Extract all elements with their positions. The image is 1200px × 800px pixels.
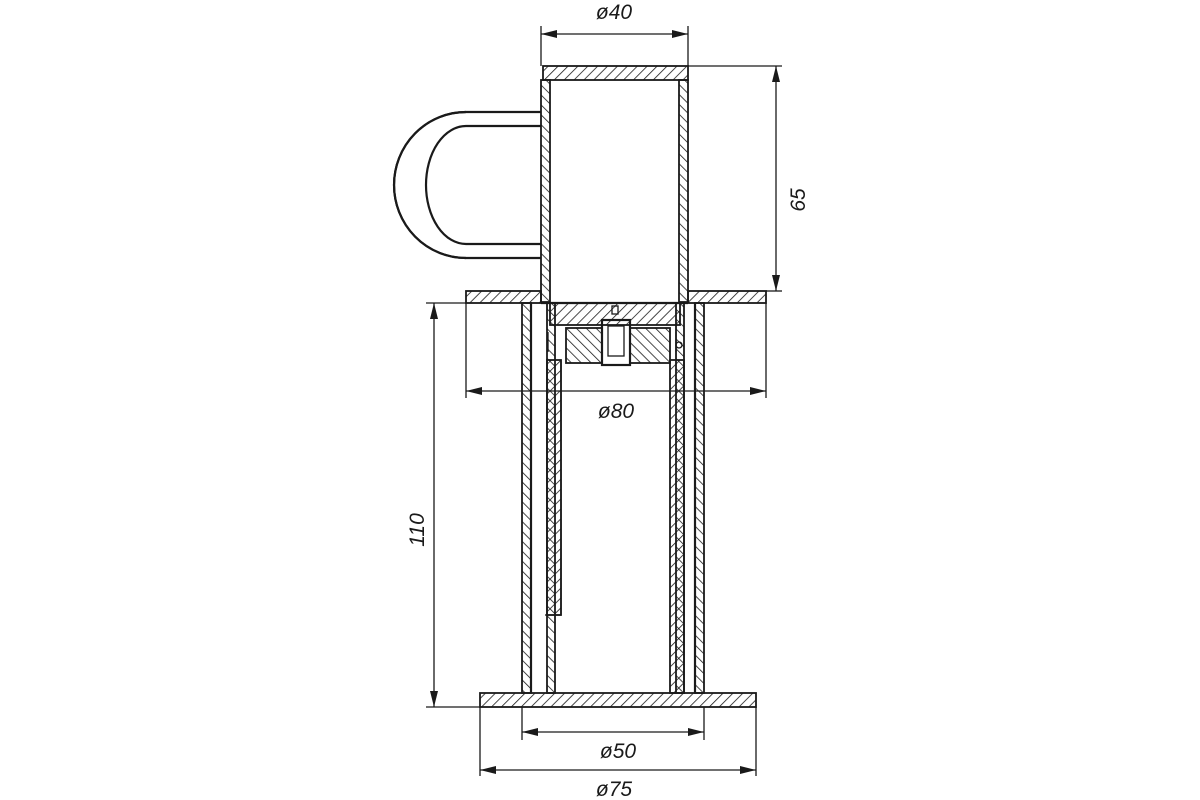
dim-inner-base-diameter-label: ø50	[600, 740, 637, 763]
dim-top-diameter: ø40	[540, 1, 689, 66]
dim-lower-height-label: 110	[406, 513, 429, 547]
dim-base-diameter-label: ø75	[596, 778, 633, 800]
dim-top-diameter-label: ø40	[596, 1, 633, 24]
upper-tube	[540, 65, 689, 303]
dim-inner-base-diameter: ø50	[521, 707, 705, 763]
dim-lower-height: 110	[406, 302, 480, 708]
dim-upper-height: 65	[688, 65, 810, 292]
handle	[392, 110, 541, 260]
lock-mechanism	[547, 302, 683, 367]
dim-flange-diameter-label: ø80	[598, 400, 635, 423]
flange	[465, 290, 767, 305]
dim-upper-height-label: 65	[787, 188, 810, 212]
dim-flange-diameter: ø80	[465, 303, 767, 423]
base-plate	[479, 692, 757, 708]
dim-base-diameter: ø75	[479, 707, 757, 800]
